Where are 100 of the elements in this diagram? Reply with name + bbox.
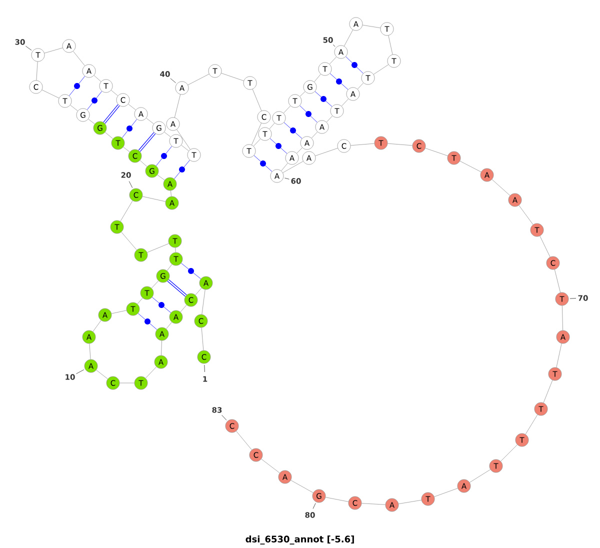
backbone-line <box>157 174 165 180</box>
backbone-line <box>540 236 550 258</box>
base-pair-line <box>167 279 187 297</box>
base-pair-line <box>346 56 364 74</box>
backbone-line <box>137 298 143 304</box>
backbone-line <box>357 82 364 90</box>
base-pair-line <box>103 104 120 124</box>
backbone-line <box>344 30 354 46</box>
backbone-line <box>252 122 262 146</box>
backbone-line <box>269 122 275 130</box>
backbone-line <box>562 306 564 330</box>
backbone-line <box>325 497 349 502</box>
backbone-line <box>341 98 349 106</box>
backbone-line <box>181 144 189 152</box>
backbone-line <box>362 24 381 28</box>
backbone-line <box>492 179 510 196</box>
backbone-line <box>373 64 389 75</box>
base-pair-line <box>284 122 302 139</box>
backbone-line <box>142 196 166 202</box>
base-pair-line <box>270 138 288 154</box>
backbone-line <box>42 90 60 98</box>
backbone-line <box>146 118 154 124</box>
backbone-line <box>176 129 190 150</box>
base-pair-line <box>300 105 318 123</box>
backbone-line <box>128 104 136 110</box>
backbone-line <box>36 61 38 80</box>
backbone-line <box>123 146 130 152</box>
backbone-line <box>556 343 562 368</box>
backbone-line <box>170 190 172 197</box>
backbone-line <box>388 35 393 55</box>
backbone-line <box>326 116 333 122</box>
backbone-line <box>329 56 337 64</box>
backbone-line <box>425 148 448 156</box>
base-pair-line <box>152 297 172 313</box>
backbone-line <box>111 310 127 314</box>
base-pair-line <box>86 91 102 110</box>
backbone-line <box>282 161 304 173</box>
backbone-line <box>296 148 302 154</box>
backbone-line <box>290 480 314 493</box>
caption: dsi_6530_annot [-5.6] <box>246 536 354 544</box>
base-pair-line <box>330 73 348 90</box>
backbone-line <box>252 89 262 111</box>
base-pair-line <box>174 160 190 180</box>
base-pair-line <box>69 76 86 96</box>
backbone-line <box>104 132 114 139</box>
backbone-line <box>201 327 204 351</box>
backbone-line <box>314 74 321 82</box>
backbone-line <box>73 51 86 66</box>
backbone-line <box>120 200 133 222</box>
backbone-line <box>164 132 171 138</box>
backbone-line <box>350 143 375 146</box>
backbone-line <box>92 320 102 332</box>
backbone-line <box>70 104 78 112</box>
backbone-line <box>460 160 482 172</box>
base-pair-line <box>254 155 272 172</box>
backbone-line <box>261 458 280 474</box>
backbone-line <box>283 106 291 114</box>
backbone-line <box>88 118 95 124</box>
backbone-line <box>110 90 118 96</box>
backbone-line <box>202 289 206 315</box>
backbone-line <box>398 500 422 504</box>
backbone-line <box>362 503 386 505</box>
backbone-line <box>188 74 210 86</box>
backbone-line <box>195 288 202 296</box>
backbone-line <box>44 48 63 54</box>
backbone-line <box>175 247 176 252</box>
backbone-line <box>174 94 181 118</box>
backbone-line <box>120 382 134 384</box>
backbone-line <box>89 343 91 360</box>
backbone-line <box>311 132 318 138</box>
backbone-line <box>387 143 413 146</box>
backbone-line <box>518 205 534 225</box>
backbone-line <box>94 75 102 82</box>
backbone-line <box>236 430 252 450</box>
backbone-line <box>151 280 159 288</box>
backbone-line <box>166 322 172 330</box>
backbone-line <box>166 264 172 271</box>
backbone-line <box>525 414 538 434</box>
backbone-line <box>161 340 162 356</box>
backbone-line <box>96 370 108 380</box>
backbone-line <box>554 269 561 293</box>
backbone-line <box>281 162 288 172</box>
base-pair-line <box>181 262 201 279</box>
base-pair-line <box>156 146 172 166</box>
backbone-line <box>434 488 458 497</box>
backbone-line <box>221 72 244 82</box>
backbone-line <box>147 243 169 253</box>
backbone-line <box>315 148 338 156</box>
backbone-line <box>180 304 187 312</box>
backbone-line <box>500 444 518 462</box>
base-pair-line <box>122 119 138 138</box>
backbone-line <box>469 469 491 483</box>
backbone-line <box>145 366 157 378</box>
base-pair-line <box>314 91 332 107</box>
backbone-line <box>253 138 261 146</box>
backbone-line <box>140 160 148 167</box>
base-pair-line <box>138 313 158 330</box>
backbone-line <box>300 91 306 97</box>
backbone-line <box>121 232 137 250</box>
backbone-line <box>543 380 553 403</box>
